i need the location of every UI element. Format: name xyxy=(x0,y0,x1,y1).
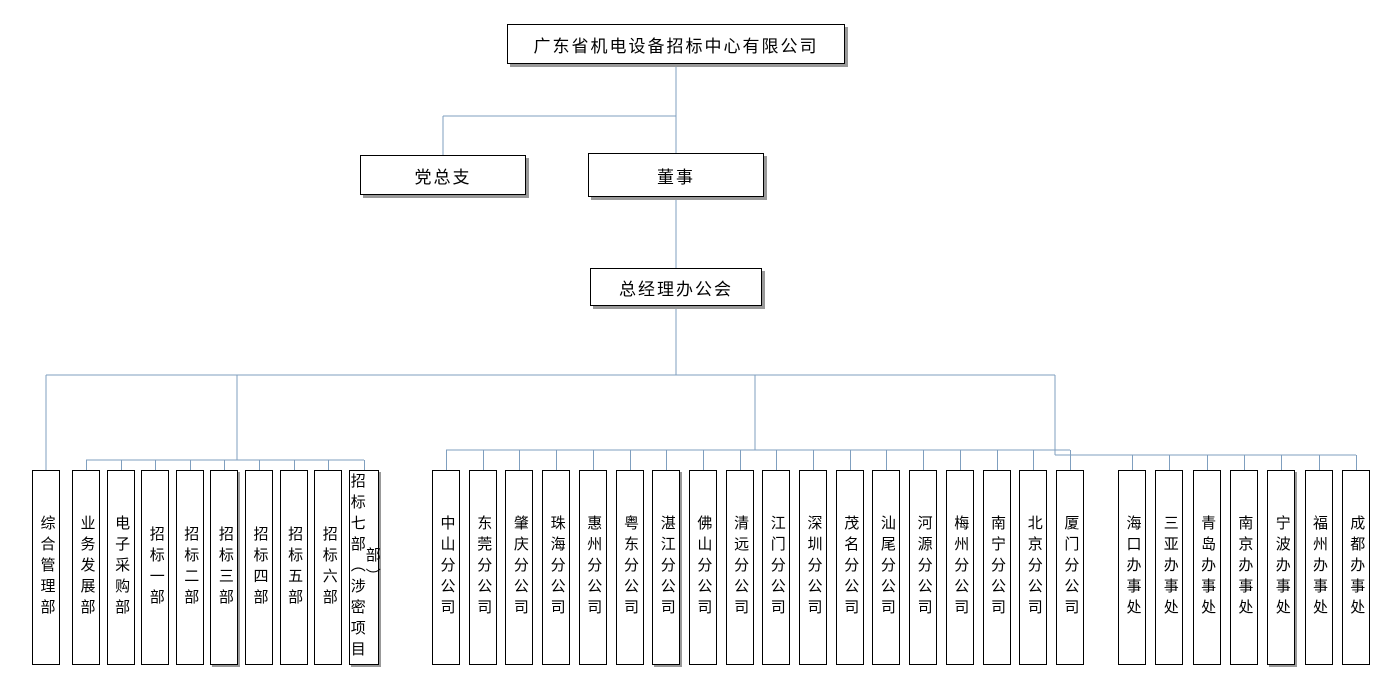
connector-stub xyxy=(86,460,87,470)
branch-node: 佛山分公司 xyxy=(688,470,717,665)
connector-stub xyxy=(1206,455,1208,470)
connector-stub xyxy=(1033,450,1035,470)
office-node: 海口办事处 xyxy=(1118,470,1146,665)
department-node: 电子采购部 xyxy=(106,470,135,665)
connector-stub xyxy=(996,450,998,470)
office-node: 成都办事处 xyxy=(1341,470,1370,665)
org-node-party-branch: 党总支 xyxy=(360,155,526,195)
connector-stub xyxy=(1243,455,1245,470)
connector-stub xyxy=(328,460,330,470)
org-node-board: 董事 xyxy=(588,153,764,197)
connector-stub xyxy=(120,460,122,470)
connector-stub xyxy=(189,460,191,470)
connector-stub xyxy=(923,450,925,470)
connector-stub xyxy=(259,460,260,470)
connector-stub xyxy=(1169,455,1171,470)
department-node: 招标一部 xyxy=(141,470,170,665)
connector-stub xyxy=(666,450,668,470)
department-node: 招标三部 xyxy=(210,470,239,665)
connector-stub xyxy=(959,450,961,470)
branch-node: 粤东分公司 xyxy=(615,470,644,665)
org-node-general-dept: 综合管理部 xyxy=(32,470,60,665)
connector-stub xyxy=(1069,450,1071,470)
connector-stub xyxy=(293,460,295,470)
branch-node: 深圳分公司 xyxy=(799,470,827,665)
office-node: 宁波办事处 xyxy=(1267,470,1296,665)
branch-node: 河源分公司 xyxy=(909,470,938,665)
connector-stub xyxy=(886,450,888,470)
branch-node: 汕尾分公司 xyxy=(872,470,901,665)
department-node: 招标二部 xyxy=(175,470,204,665)
connector-stub xyxy=(776,450,778,470)
connector-stub xyxy=(446,450,447,470)
branch-node: 南宁分公司 xyxy=(982,470,1011,665)
connector-stub xyxy=(849,450,851,470)
connector-stub xyxy=(702,450,704,470)
branch-node: 茂名分公司 xyxy=(835,470,864,665)
department-node: 招标四部 xyxy=(245,470,273,665)
connector-stub xyxy=(155,460,157,470)
department-node: 业务发展部 xyxy=(72,470,100,665)
connector-stub xyxy=(224,460,226,470)
connector-stub xyxy=(482,450,484,470)
branch-node: 厦门分公司 xyxy=(1055,470,1084,665)
branch-node: 惠州分公司 xyxy=(578,470,607,665)
connector-stub xyxy=(813,450,814,470)
connector-stub xyxy=(739,450,741,470)
branch-node: 东莞分公司 xyxy=(468,470,497,665)
connector-stub xyxy=(363,460,365,470)
department-node: 招标五部 xyxy=(279,470,308,665)
branch-node: 清远分公司 xyxy=(725,470,754,665)
branch-node: 肇庆分公司 xyxy=(505,470,534,665)
connector-stub xyxy=(1132,455,1133,470)
connector-stub xyxy=(1355,455,1357,470)
branch-node: 珠海分公司 xyxy=(542,470,571,665)
office-node: 南京办事处 xyxy=(1229,470,1258,665)
org-node-root: 广东省机电设备招标中心有限公司 xyxy=(507,24,845,64)
branch-node: 梅州分公司 xyxy=(945,470,974,665)
branch-node: 中山分公司 xyxy=(432,470,460,665)
department-node: 招标七部（涉密项目部） xyxy=(348,470,380,665)
connector-stub xyxy=(556,450,558,470)
connector-stub xyxy=(519,450,521,470)
branch-node: 江门分公司 xyxy=(762,470,791,665)
office-node: 青岛办事处 xyxy=(1192,470,1221,665)
connector-stub xyxy=(629,450,631,470)
branch-node: 湛江分公司 xyxy=(652,470,681,665)
branch-node: 北京分公司 xyxy=(1019,470,1048,665)
connector-stub xyxy=(1318,455,1320,470)
office-node: 三亚办事处 xyxy=(1155,470,1184,665)
connector-stub xyxy=(592,450,594,470)
department-node: 招标六部 xyxy=(314,470,343,665)
connector-stub xyxy=(1281,455,1283,470)
office-node: 福州办事处 xyxy=(1304,470,1333,665)
org-node-gm-office: 总经理办公会 xyxy=(590,268,762,306)
